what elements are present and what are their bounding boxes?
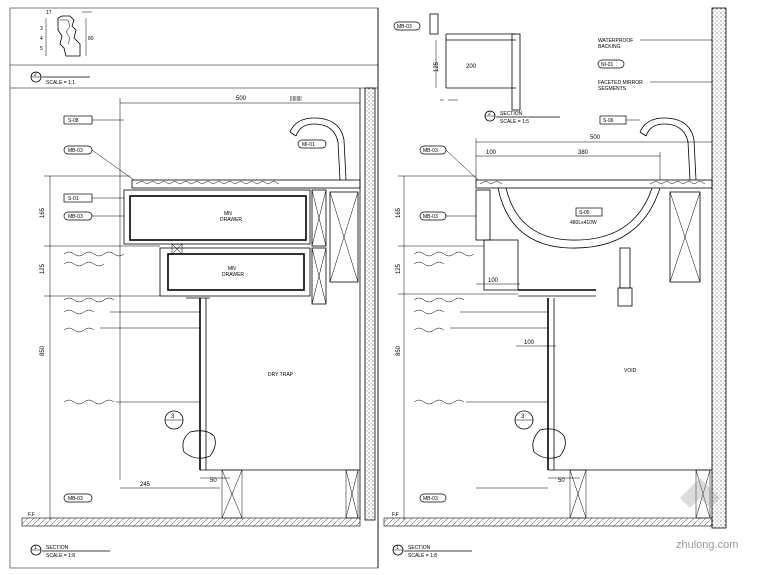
dim-125-detail: 125 [434, 61, 440, 72]
tag-mb03-right-mid: MB-03 [423, 214, 438, 220]
left-section-number: 1 [34, 545, 37, 551]
wall [359, 87, 376, 521]
tag-mi01: MI-01 [302, 142, 315, 148]
left-tags: S-08 MB-03 S-01 MB-03 MI-01 MB-03 [63, 115, 327, 503]
svg-text:|||||||||: ||||||||| [290, 96, 302, 102]
tag-s01: S-01 [68, 196, 79, 202]
left-floor: F.F [21, 512, 361, 527]
svg-text:5: 5 [40, 46, 43, 52]
top-section-number: 2 [488, 111, 491, 117]
top-section-title: SECTION [500, 111, 523, 117]
note-faceted-2: SEGMENTS [598, 86, 627, 92]
left-section-scale: SCALE = 1:8 [46, 553, 75, 559]
dim-125: 125 [40, 263, 46, 274]
left-void-text: DRY TRAP [268, 372, 294, 378]
tag-mb03-detail: MB-03 [397, 24, 412, 30]
right-section-scale: SCALE = 1:8 [408, 553, 437, 559]
svg-text:4: 4 [40, 36, 43, 42]
dim-165: 165 [40, 207, 46, 218]
note-faceted-1: FACETED MIRROR [598, 80, 643, 86]
dim-850: 850 [40, 345, 46, 356]
right-faucet: S-06 [599, 115, 697, 181]
notes: WATERPROOF BACKING NI-01 FACETED MIRROR … [597, 38, 712, 92]
watermark-text: zhulong.com [676, 539, 738, 551]
dim-200: 200 [466, 64, 477, 70]
top-width-dimension: 500 ||||||||| [119, 96, 360, 480]
profile-detail: 17 80 3 4 5 [40, 10, 94, 57]
left-detail-bubble-number: 3 [171, 414, 175, 420]
basin-size: 480Lx410W [570, 220, 597, 226]
right-top-section-label: 2 SECTION SCALE = 1:5 [484, 110, 560, 125]
left-bottom-dimensions: 245 50 [120, 477, 230, 489]
dim-50-right: 50 [558, 478, 565, 484]
tag-mb03-top: MB-03 [68, 148, 83, 154]
faucet [289, 117, 347, 181]
dim-380: 380 [578, 150, 589, 156]
right-floor-label: F.F [392, 512, 399, 518]
left-vertical-dimensions: 165 125 850 [40, 175, 160, 520]
shelf-detail: 125 200 MB-03 [393, 13, 521, 111]
basin: S-05 480Lx410W [497, 187, 661, 307]
tag-mb03-bot: MB-03 [68, 496, 83, 502]
detail-title-block: 2 SCALE = 1:1 [30, 71, 90, 86]
dim-125-right: 125 [396, 263, 402, 274]
svg-text:3: 3 [40, 26, 43, 32]
profile-dim-1: 17 [46, 10, 52, 16]
sheet-borders [9, 7, 379, 569]
top-section-scale: SCALE = 1:5 [500, 119, 529, 125]
tag-s08: S-08 [68, 118, 79, 124]
dim-50-left: 50 [210, 478, 217, 484]
left-panel: 17 80 3 4 5 2 SCALE = 1:1 500 ||||||||| [21, 10, 376, 559]
upper-drawer: MN DRAWER [123, 189, 311, 245]
tag-ni01: NI-01 [601, 62, 613, 68]
dim-100-right: 100 [486, 150, 497, 156]
left-detail-bubble: 3 [164, 410, 184, 430]
right-floor: F.F [383, 512, 713, 527]
tag-mb03-right-bot: MB-03 [423, 496, 438, 502]
dim-850-right: 850 [396, 345, 402, 356]
right-section-label: 1 SECTION SCALE = 1:8 [392, 544, 472, 559]
right-detail-bubble-number: 3 [521, 414, 525, 420]
right-top-dimensions: 500 100 380 [475, 135, 712, 180]
svg-text:MN: MN [224, 211, 232, 217]
right-wall [711, 7, 727, 529]
cabinet-side-panels [311, 189, 359, 305]
lower-drawer-label: DRAWER [222, 272, 244, 278]
note-waterproof-2: BACKING [598, 44, 621, 50]
right-panel: 125 200 MB-03 2 SECTION SCALE = 1:5 WATE… [383, 7, 727, 559]
dim-165-right: 165 [396, 207, 402, 218]
right-countertop [475, 179, 713, 189]
right-tags: MB-03 MB-03 MB-03 [413, 145, 548, 503]
detail-title-scale: SCALE = 1:1 [46, 80, 75, 86]
right-section-number: 1 [396, 545, 399, 551]
cabinet-body: DRY TRAP [182, 297, 360, 519]
left-section-title: SECTION [46, 545, 69, 551]
watermark-logo [680, 478, 720, 508]
countertop [131, 179, 361, 189]
basin-tag: S-05 [579, 210, 590, 216]
tag-mb03-mid: MB-03 [68, 214, 83, 220]
right-void-text: VOID [624, 368, 637, 374]
lower-drawer: MN DRAWER [159, 243, 311, 297]
svg-text:MN: MN [228, 266, 236, 272]
dim-500-right: 500 [590, 135, 601, 141]
tag-mb03-right-top: MB-03 [423, 148, 438, 154]
left-section-label: 1 SECTION SCALE = 1:8 [30, 544, 110, 559]
detail-title-number: 2 [34, 72, 37, 78]
dim-100-b: 100 [488, 278, 499, 284]
right-cabinet: VOID [475, 189, 712, 519]
left-floor-label: F.F [28, 512, 35, 518]
right-detail-bubble: 3 [514, 410, 534, 430]
dim-500: 500 [236, 96, 247, 102]
tag-s06: S-06 [603, 118, 614, 124]
dim-245: 245 [140, 482, 151, 488]
right-section-title: SECTION [408, 545, 431, 551]
profile-dim-2: 80 [88, 36, 94, 42]
dim-100-c: 100 [524, 340, 535, 346]
right-vertical-dimensions: 165 125 850 100 100 50 [396, 175, 580, 520]
upper-drawer-label: DRAWER [220, 217, 242, 223]
note-waterproof-1: WATERPROOF [598, 38, 633, 44]
